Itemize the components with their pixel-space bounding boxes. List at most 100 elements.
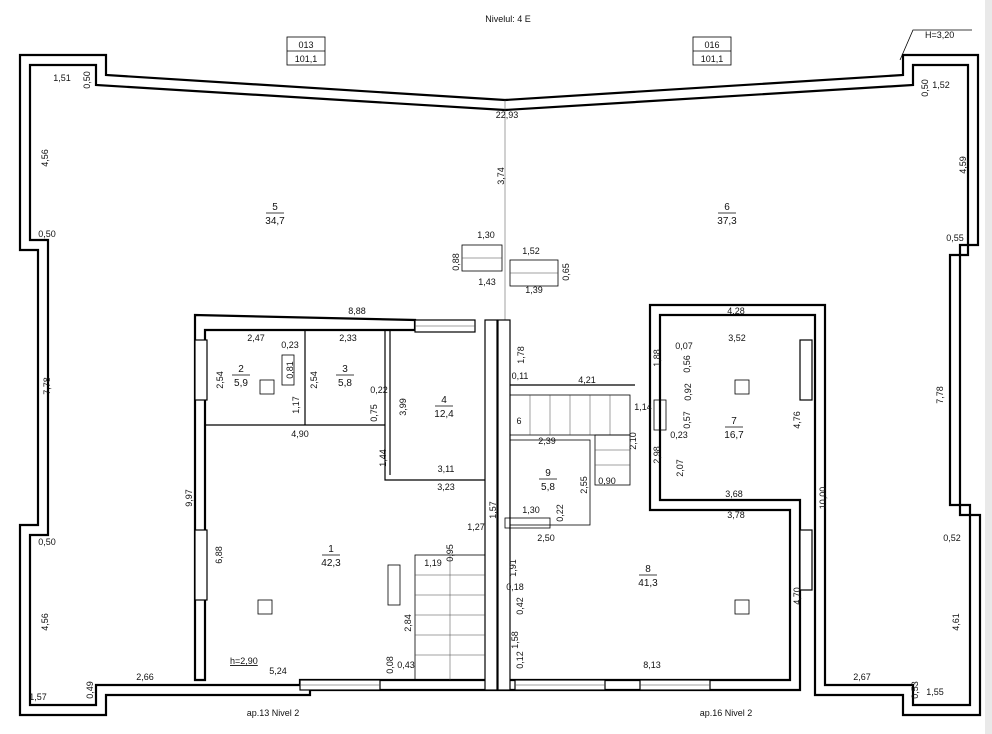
window-marks — [194, 319, 813, 691]
dimension-label: 4,28 — [727, 306, 745, 316]
dimension-label: 9,97 — [184, 489, 194, 507]
dimension-label: 0,11 — [512, 371, 529, 381]
dimension-label: 2,50 — [537, 533, 555, 543]
dimension-label: 1,52 — [522, 246, 540, 256]
room-area: 37,3 — [717, 216, 737, 227]
dimension-label: 2,84 — [403, 614, 413, 632]
dimension-label: 4,56 — [40, 613, 50, 631]
wall-room-4 — [384, 330, 485, 481]
dimension-label: 8,88 — [348, 306, 366, 316]
staircase-right — [509, 384, 635, 486]
room-label: 95,8 — [539, 468, 557, 493]
room-labels: 534,7637,325,935,8412,4716,795,8142,3841… — [232, 202, 744, 589]
room-number: 4 — [441, 395, 447, 406]
dimension-label: 0,56 — [682, 355, 692, 373]
dimension-label: 1,30 — [477, 230, 495, 240]
dimension-label: 0,75 — [369, 404, 379, 422]
dimension-label: 1,57 — [29, 692, 47, 702]
dimension-label: 3,74 — [496, 167, 506, 185]
room-label: 637,3 — [717, 202, 737, 227]
dimension-label: 2,10 — [628, 432, 638, 450]
room-label: 25,9 — [232, 364, 250, 389]
apartment-area: 101,1 — [701, 54, 724, 64]
svg-text:H=3,20: H=3,20 — [925, 30, 954, 40]
dimension-label: 0,55 — [946, 233, 964, 243]
staircase-left — [414, 554, 486, 681]
room-label: 716,7 — [724, 416, 744, 441]
column-marks — [257, 379, 750, 615]
dimension-label: 4,59 — [958, 156, 968, 174]
dimension-label: 2,33 — [339, 333, 357, 343]
dimension-label: 4,56 — [40, 149, 50, 167]
apartment-number: 016 — [704, 40, 719, 50]
dimension-label: 0,23 — [281, 340, 299, 350]
room-number: 3 — [342, 364, 348, 375]
dimension-label: 0,22 — [555, 504, 565, 522]
room-area: 41,3 — [638, 578, 658, 589]
dimension-label: 0,07 — [675, 341, 693, 351]
room-area: 5,8 — [338, 378, 352, 389]
room-area: 5,8 — [541, 482, 555, 493]
dimension-label: 1,78 — [516, 346, 526, 364]
dimension-label: 2,54 — [215, 371, 225, 389]
footer-label-right: ap.16 Nivel 2 — [700, 708, 753, 718]
room-area: 16,7 — [724, 430, 744, 441]
room-area: 12,4 — [434, 409, 454, 420]
dimension-label: 1,57 — [488, 501, 498, 519]
dimension-label: 4,70 — [792, 587, 802, 605]
room-area: 5,9 — [234, 378, 248, 389]
partition-wall — [484, 319, 498, 691]
dimension-label: 2,39 — [538, 436, 556, 446]
apartment-number: 013 — [298, 40, 313, 50]
dimension-label: 1,39 — [525, 285, 543, 295]
room-number: 8 — [645, 564, 651, 575]
dimension-label: 0,12 — [515, 651, 525, 669]
room-number: 2 — [238, 364, 244, 375]
dimension-label: 2,98 — [652, 446, 662, 464]
dimension-label: 1,91 — [508, 559, 518, 577]
dimension-label: 3,99 — [398, 398, 408, 416]
dimension-label: 0,50 — [38, 537, 56, 547]
dimension-label: 1,52 — [932, 80, 950, 90]
dimension-label: 0,90 — [598, 476, 616, 486]
level-label: Nivelul: 4 E — [485, 14, 531, 24]
dimension-label: 1,58 — [510, 631, 520, 649]
height-tag: H=3,20 — [899, 29, 972, 61]
dimension-label: 0,18 — [506, 582, 524, 592]
dimension-label: 1,43 — [478, 277, 496, 287]
room-label: 142,3 — [321, 544, 341, 569]
dimension-label: 1,17 — [291, 396, 301, 414]
dimension-label: 1,19 — [424, 558, 442, 568]
dimension-label: 4,90 — [291, 429, 309, 439]
dimension-label: 8,13 — [643, 660, 661, 670]
dimension-label: 7,78 — [42, 377, 52, 395]
room-number: 9 — [545, 468, 551, 479]
dimension-label: 4,61 — [951, 613, 961, 631]
dimension-label: 1,51 — [53, 73, 71, 83]
room-area: 34,7 — [265, 216, 285, 227]
dimension-label: 0,43 — [397, 660, 415, 670]
dimension-label: 6,88 — [214, 546, 224, 564]
dimension-label: 0,95 — [445, 544, 455, 562]
dimension-label: 0,92 — [683, 383, 693, 401]
dimension-label: 6 — [516, 416, 521, 426]
dimension-label: 2,07 — [675, 459, 685, 477]
dimension-label: 0,81 — [285, 361, 295, 379]
dimension-label: 1,14 — [634, 402, 652, 412]
dimension-label: 2,47 — [247, 333, 265, 343]
dimension-label: 2,67 — [853, 672, 871, 682]
dimension-label: 0,50 — [38, 229, 56, 239]
dimension-label: 22,93 — [496, 110, 519, 120]
apartment-area: 101,1 — [295, 54, 318, 64]
dimension-label: 7,78 — [935, 386, 945, 404]
dimension-label: 4,21 — [578, 375, 596, 385]
dimension-label: 3,11 — [438, 464, 455, 474]
dimension-label: 2,66 — [136, 672, 154, 682]
vent-grid — [281, 244, 667, 606]
dimension-label: 0,57 — [682, 411, 692, 429]
dimension-label: 1,30 — [522, 505, 540, 515]
dimension-label: 0,50 — [920, 79, 930, 97]
dimension-label: 10,00 — [818, 487, 828, 510]
